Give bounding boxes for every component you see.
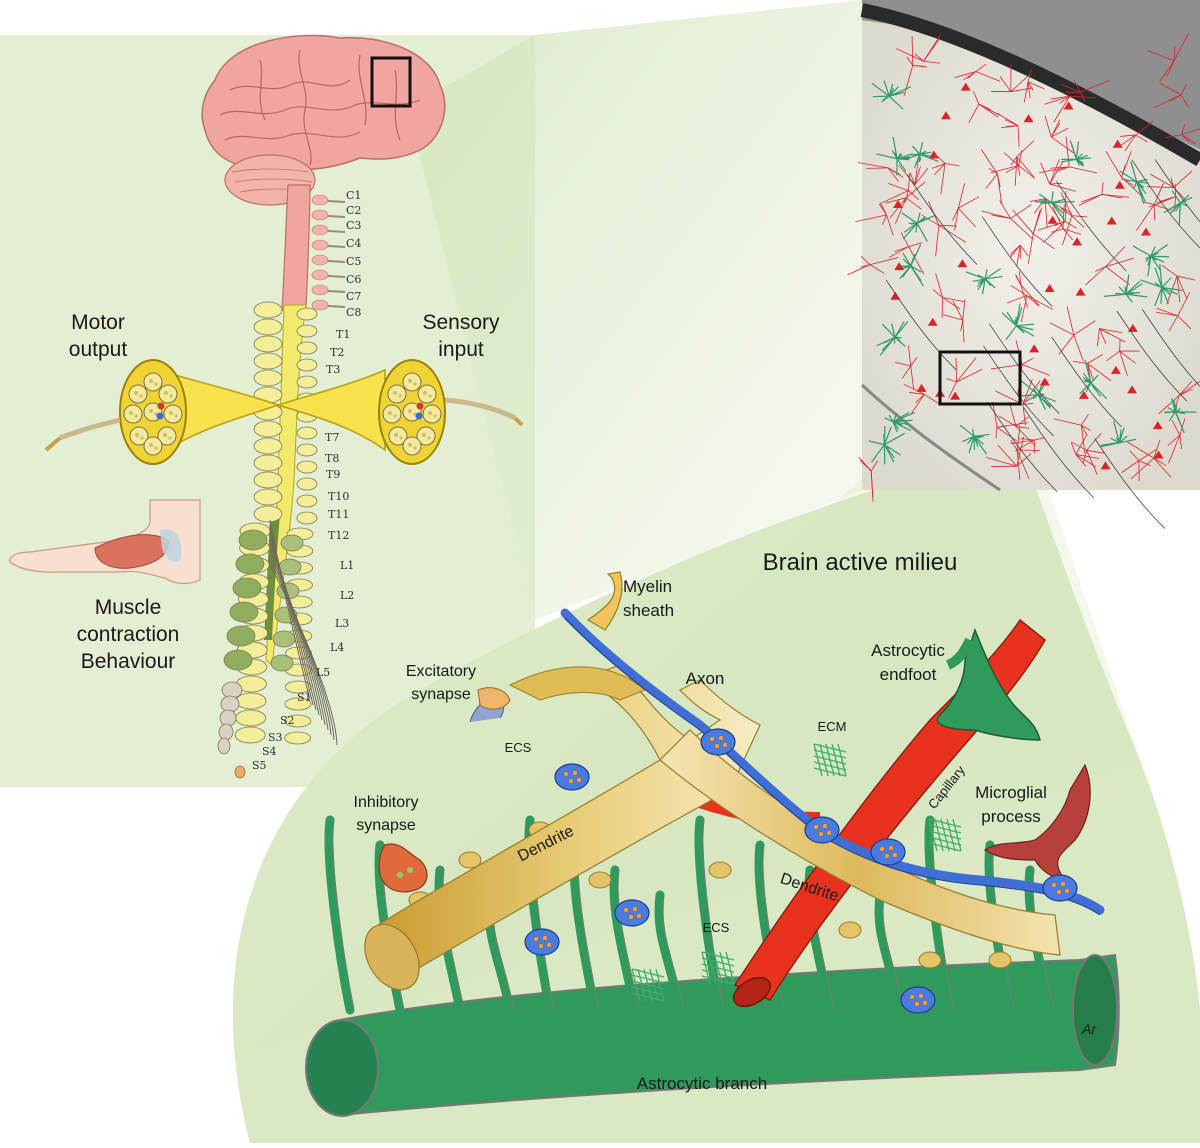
segment-label: C4 (346, 237, 361, 250)
segment-label: C5 (346, 255, 361, 268)
milieu-title: Brain active milieu (763, 549, 958, 576)
excitatory-label-line2: synapse (411, 686, 471, 703)
segment-label: T7 (325, 431, 339, 444)
segment-label: T1 (336, 328, 350, 341)
segment-label: T8 (325, 452, 339, 465)
segment-label: S3 (268, 731, 283, 744)
ecs-label-2: ECS (703, 920, 730, 935)
segment-label: C6 (346, 273, 361, 286)
segment-label: L1 (340, 559, 354, 572)
microglial-label-line2: process (981, 807, 1041, 826)
segment-label: S4 (262, 745, 277, 758)
segment-label: L2 (340, 589, 354, 602)
segment-label: L3 (335, 617, 349, 630)
endfoot-label-line1: Astrocytic (871, 641, 945, 660)
myelin-label-line1: Myelin (623, 577, 672, 596)
segment-label: T11 (328, 508, 349, 521)
astrocytic-branch-label: Astrocytic branch (637, 1074, 767, 1093)
micrograph (848, 0, 1200, 528)
microglial-label-line1: Microglial (975, 783, 1047, 802)
ecs-label-1: ECS (505, 740, 532, 755)
segment-label: L4 (330, 641, 344, 654)
sensory-label-line2: input (438, 338, 484, 361)
ecm-label: ECM (818, 719, 847, 734)
excitatory-label-line1: Excitatory (406, 663, 476, 680)
segment-label: T9 (326, 468, 340, 481)
motor-label-line2: output (69, 338, 128, 361)
axon-label: Axon (686, 669, 725, 688)
myelin-label-line2: sheath (623, 601, 674, 620)
segment-label: C1 (346, 189, 361, 202)
motor-label-line1: Motor (71, 311, 125, 334)
segment-label: C7 (346, 290, 361, 303)
segment-label: S5 (252, 759, 267, 772)
inhibitory-label-line1: Inhibitory (354, 794, 419, 811)
segment-label: T12 (328, 529, 349, 542)
muscle-label-line1: Muscle (95, 596, 162, 619)
segment-label: T10 (328, 490, 349, 503)
signature: Ar (1081, 1021, 1097, 1037)
muscle-label-line3: Behaviour (81, 650, 176, 673)
segment-label: T3 (326, 363, 340, 376)
segment-label: C3 (346, 219, 361, 232)
segment-label: T2 (330, 346, 344, 359)
sensory-label-line1: Sensory (422, 311, 500, 334)
inhibitory-label-line2: synapse (356, 817, 416, 834)
endfoot-label-line2: endfoot (880, 665, 937, 684)
segment-label: C8 (346, 306, 361, 319)
muscle-label-line2: contraction (77, 623, 180, 646)
segment-label: L5 (316, 666, 330, 679)
segment-label: S1 (297, 691, 312, 704)
segment-label: C2 (346, 204, 361, 217)
segment-label: S2 (280, 714, 295, 727)
